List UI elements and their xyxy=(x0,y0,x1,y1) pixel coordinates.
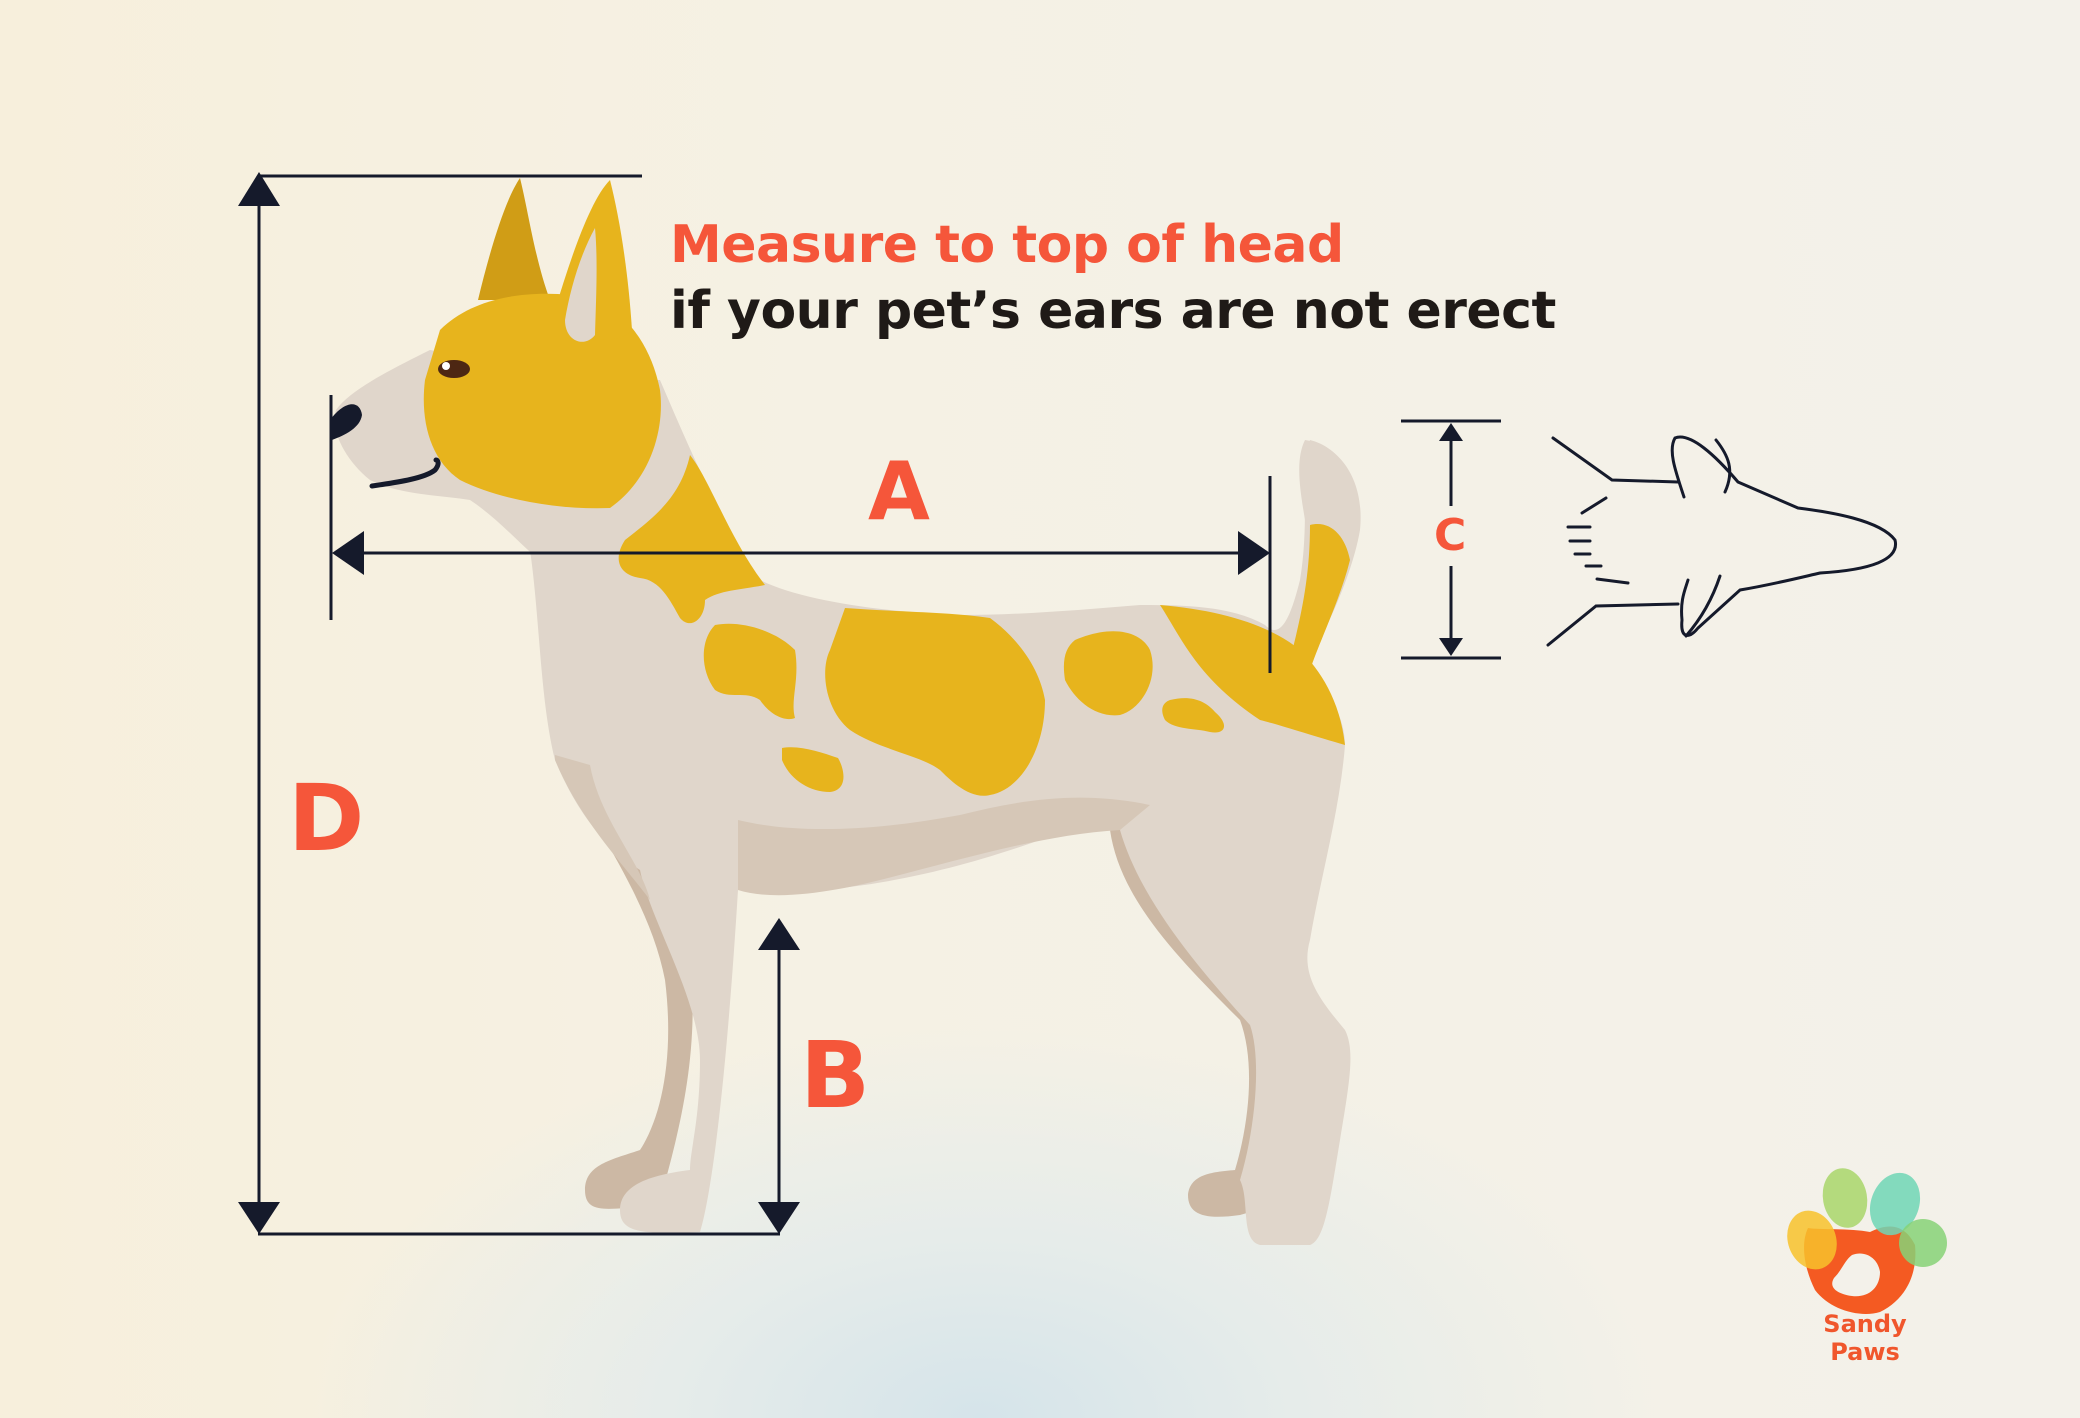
measurement-label-c: C xyxy=(1434,510,1467,561)
dog-tail xyxy=(1290,440,1361,675)
measurement-label-b: B xyxy=(800,1022,871,1129)
dog-head xyxy=(330,178,661,560)
measurement-label-d: D xyxy=(288,765,365,872)
measurement-label-a: A xyxy=(868,445,930,538)
headline: Measure to top of head if your pet’s ear… xyxy=(670,212,1556,344)
headline-emphasis: Measure to top of head xyxy=(670,215,1344,275)
brand-name: Sandy Paws xyxy=(1823,1310,1907,1366)
dog-spots xyxy=(618,455,1345,796)
measurement-lines xyxy=(238,172,1501,1236)
top-view-dog-outline-icon xyxy=(1546,435,1898,647)
dog-body xyxy=(530,380,1358,1245)
headline-subtext: if your pet’s ears are not erect xyxy=(670,281,1556,341)
sandy-paws-logo-icon xyxy=(1787,1168,1947,1314)
